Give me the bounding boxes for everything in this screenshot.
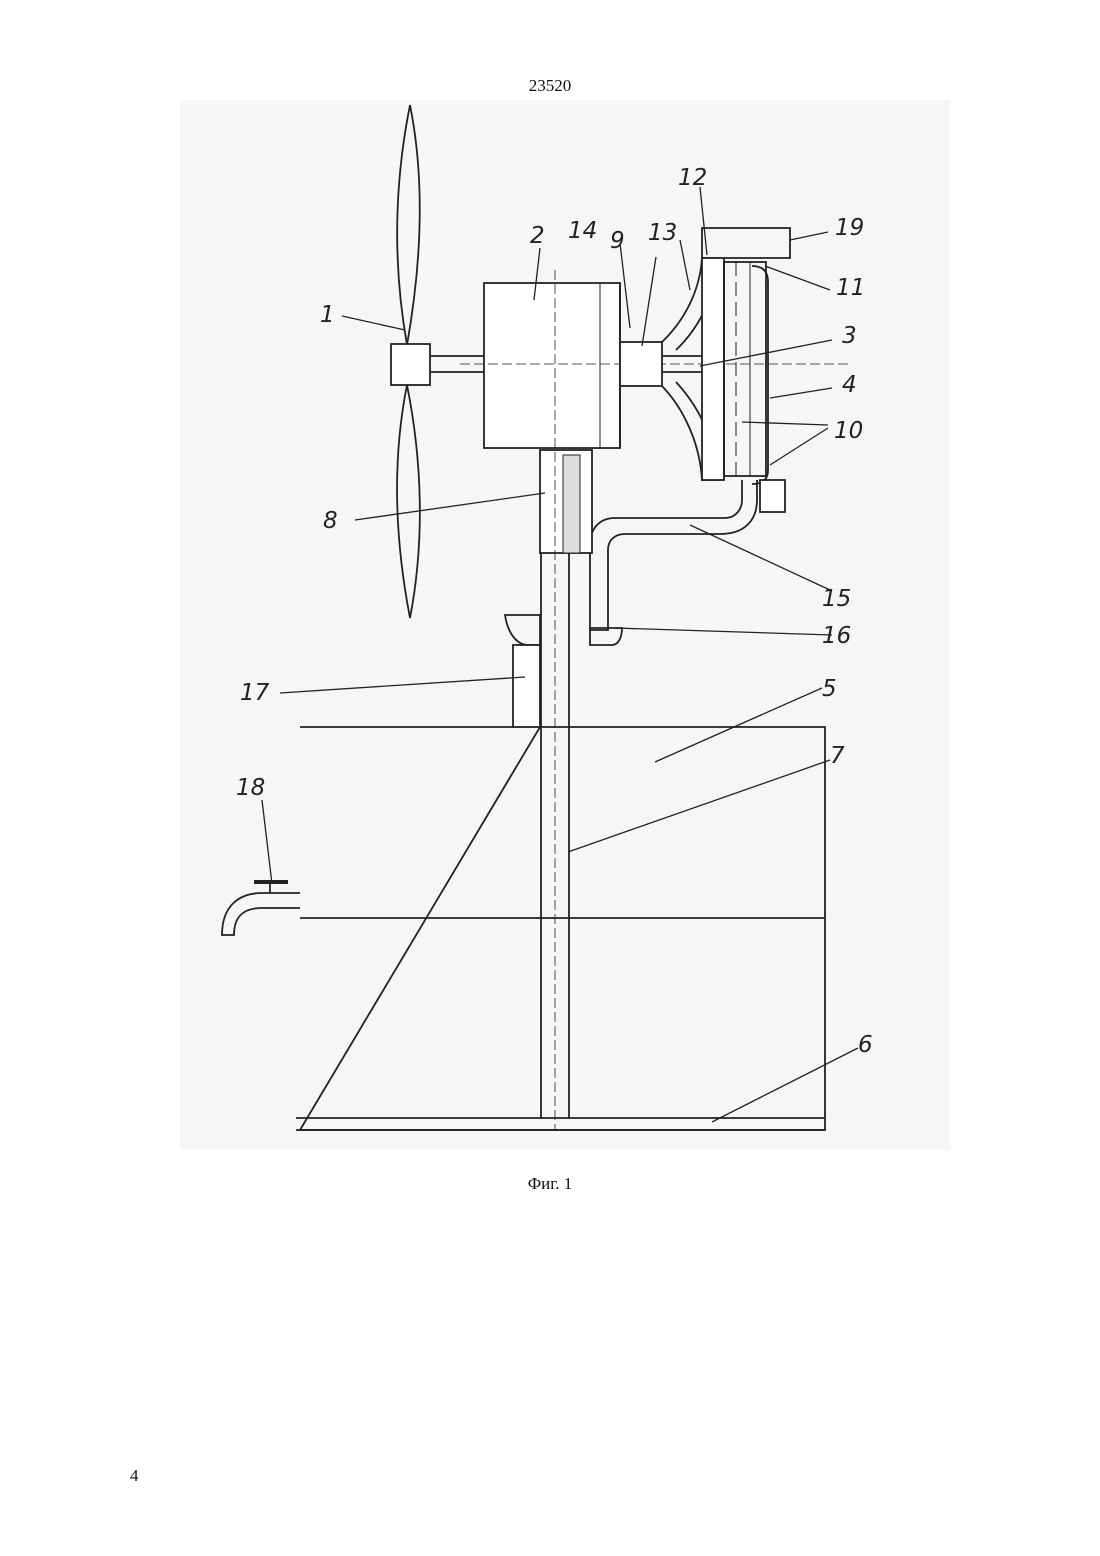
callout-1: 1 [320, 302, 335, 328]
callout-5: 5 [822, 676, 837, 702]
rotor-frame [702, 258, 724, 480]
callout-7: 7 [830, 743, 845, 769]
callout-10: 10 [834, 418, 863, 444]
callout-9: 9 [610, 228, 625, 254]
page-number: 4 [130, 1466, 139, 1486]
callout-6: 6 [858, 1032, 873, 1058]
callout-2: 2 [530, 223, 545, 249]
callout-16: 16 [822, 623, 851, 649]
callout-19: 19 [835, 215, 864, 241]
callout-15: 15 [822, 586, 851, 612]
callout-14: 14 [568, 218, 597, 244]
callout-17: 17 [240, 680, 270, 706]
callout-18: 18 [236, 775, 265, 801]
figure-caption: Фиг. 1 [0, 1174, 1100, 1194]
callout-12: 12 [678, 165, 707, 191]
callout-3: 3 [842, 323, 857, 349]
callout-8: 8 [323, 508, 338, 534]
callout-4: 4 [842, 372, 857, 398]
coupling-sleeve [620, 342, 662, 386]
callout-13: 13 [648, 220, 677, 246]
propeller-hub [391, 344, 430, 385]
column-bearing [563, 455, 580, 553]
filler-neck [513, 645, 540, 727]
callout-11: 11 [836, 275, 865, 301]
discharge-pipe [760, 480, 785, 512]
